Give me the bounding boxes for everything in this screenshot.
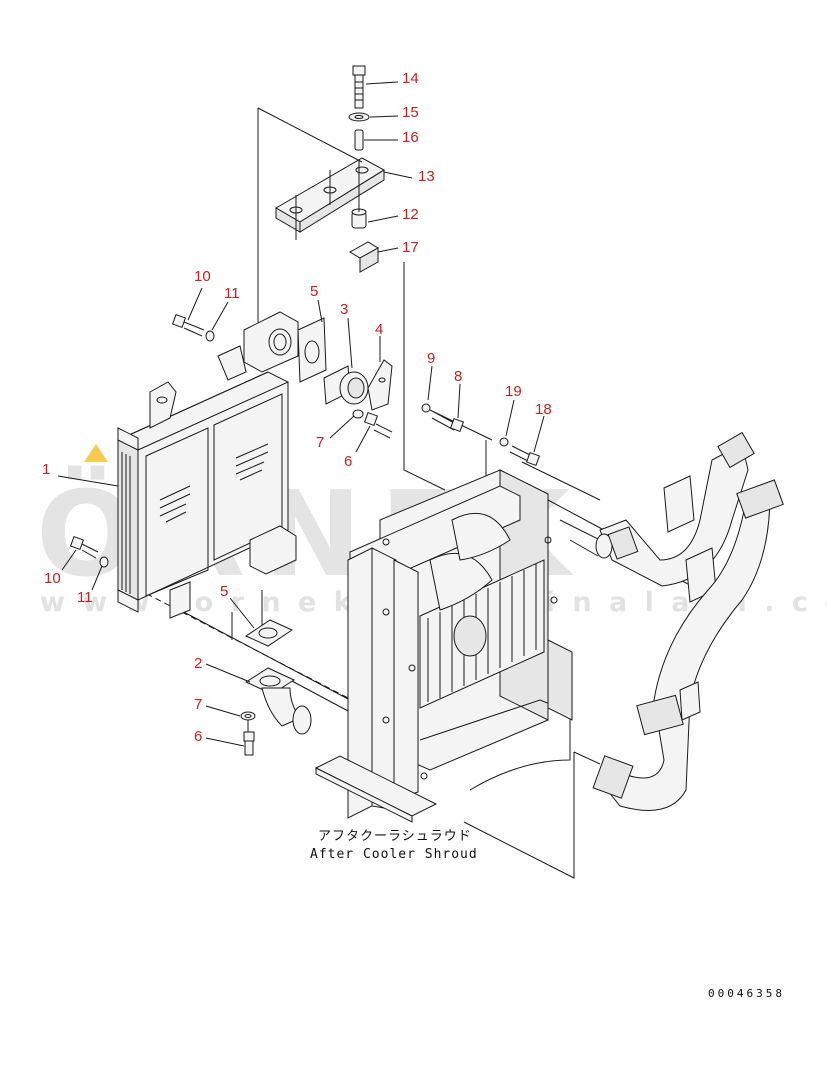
callout-label-10-upper: 10 [194, 268, 211, 285]
callout-15: 15 [369, 104, 419, 121]
callout-label-15: 15 [402, 104, 419, 121]
callout-18: 18 [533, 401, 552, 453]
callout-label-5-upper: 5 [310, 283, 318, 300]
caption-english: After Cooler Shroud [310, 847, 478, 862]
callout-label-8: 8 [454, 368, 462, 385]
callout-16: 16 [364, 129, 419, 146]
callout-label-7-upper: 7 [316, 434, 324, 451]
callout-7-lower: 7 [194, 696, 241, 717]
callout-label-18: 18 [535, 401, 552, 418]
after-cooler-shroud [314, 469, 573, 823]
upper-gasket-5 [297, 317, 327, 383]
hardware [69, 313, 541, 756]
callout-11-upper: 11 [211, 285, 240, 331]
callouts: 14 15 16 13 12 17 10 11 [42, 70, 552, 747]
callout-5-lower: 5 [220, 583, 255, 629]
bracket-4 [367, 359, 393, 411]
callout-13: 13 [383, 168, 435, 185]
callout-4: 4 [375, 321, 383, 362]
callout-6-lower: 6 [194, 728, 245, 747]
callout-17: 17 [377, 239, 419, 256]
callout-19: 19 [505, 383, 522, 437]
core-hatching [159, 443, 269, 523]
shroud-caption: アフタクーラシュラウド After Cooler Shroud [310, 829, 478, 862]
callout-14: 14 [365, 70, 419, 87]
callout-label-2: 2 [194, 655, 202, 672]
callout-9: 9 [427, 350, 435, 401]
callout-12: 12 [367, 206, 419, 223]
callout-10-lower: 10 [44, 549, 77, 587]
lower-gasket-5 [244, 619, 294, 647]
callout-2: 2 [194, 655, 251, 683]
callout-label-6-lower: 6 [194, 728, 202, 745]
callout-label-11-upper: 11 [224, 285, 240, 302]
callout-label-5-lower: 5 [220, 583, 228, 600]
callout-label-11-lower: 11 [77, 589, 93, 606]
callout-label-13: 13 [418, 168, 435, 185]
callout-5-upper: 5 [310, 283, 323, 323]
lower-elbow-2 [244, 667, 312, 735]
callout-1: 1 [42, 461, 119, 487]
callout-11-lower: 11 [77, 565, 103, 606]
caption-japanese: アフタクーラシュラウド [318, 829, 472, 844]
callout-label-17: 17 [402, 239, 419, 256]
callout-3: 3 [340, 301, 353, 369]
callout-7-upper: 7 [316, 415, 355, 451]
callout-label-12: 12 [402, 206, 419, 223]
callout-label-14: 14 [402, 70, 419, 87]
callout-6-upper: 6 [344, 425, 371, 470]
callout-label-1: 1 [42, 461, 50, 478]
callout-label-3: 3 [340, 301, 348, 318]
callout-label-16: 16 [402, 129, 419, 146]
charge-air-pipes [592, 431, 784, 811]
document-number: 00046358 [708, 987, 785, 1000]
callout-10-upper: 10 [187, 268, 211, 321]
callout-label-7-lower: 7 [194, 696, 202, 713]
callout-label-19: 19 [505, 383, 522, 400]
callout-8: 8 [454, 368, 462, 419]
callout-label-10-lower: 10 [44, 570, 61, 587]
watermark-accent-mark [84, 444, 108, 462]
callout-label-9: 9 [427, 350, 435, 367]
callout-label-6-upper: 6 [344, 453, 352, 470]
top-mount-assembly [275, 65, 385, 273]
upper-elbow-3 [323, 365, 369, 405]
after-cooler-core [117, 311, 299, 619]
callout-label-4: 4 [375, 321, 383, 338]
